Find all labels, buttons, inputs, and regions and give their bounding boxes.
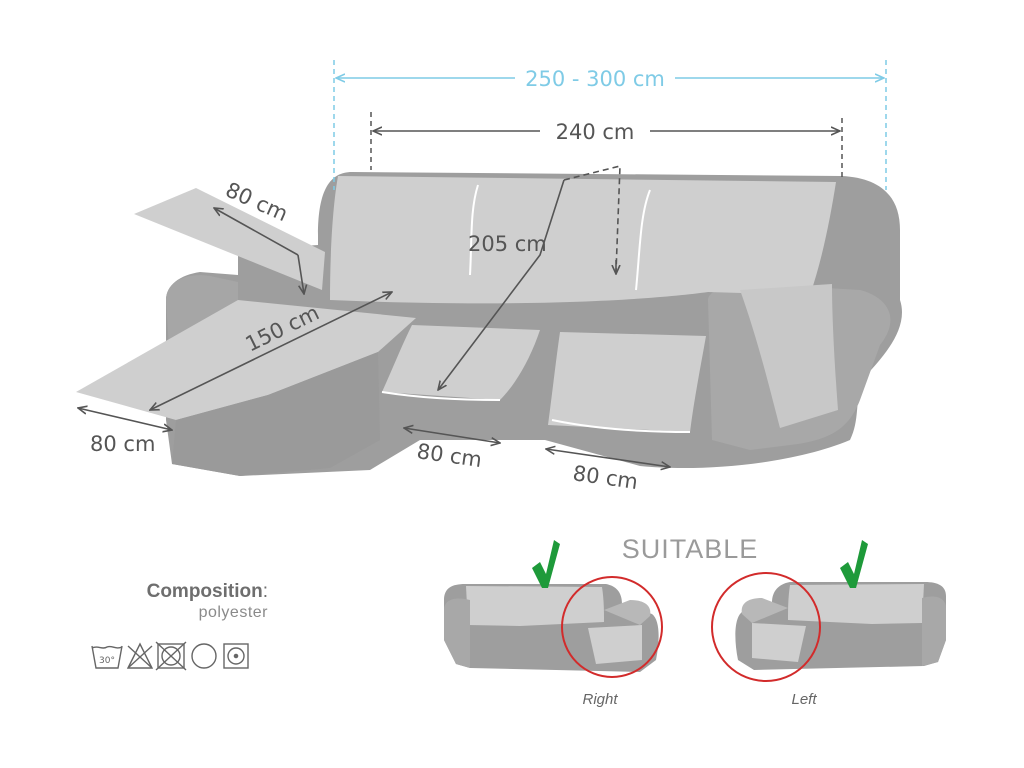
no-bleach-icon xyxy=(126,642,154,669)
no-tumble-dry-icon xyxy=(155,641,187,671)
outer-width-label: 250 - 300 cm xyxy=(525,67,665,91)
wash-30-icon: 30° xyxy=(91,645,123,669)
seat-left-label: 80 cm xyxy=(415,439,483,472)
seat-cover-1 xyxy=(382,325,540,400)
cover-width-label: 240 cm xyxy=(556,120,635,144)
seat-cover-2 xyxy=(548,332,706,432)
iron-low-icon xyxy=(223,643,249,669)
dimension-lines xyxy=(78,60,887,467)
depth-label: 205 cm xyxy=(468,232,547,256)
svg-text:30°: 30° xyxy=(99,656,115,666)
dry-flat-icon xyxy=(191,643,217,669)
composition-title: Composition: xyxy=(146,581,268,602)
back-cover xyxy=(330,176,836,304)
left-corner-option: Left xyxy=(711,540,946,708)
right-highlight-circle xyxy=(561,576,663,678)
care-instructions: 30° xyxy=(91,641,249,671)
corner-sofa-illustration xyxy=(76,172,902,476)
composition-value: polyester xyxy=(198,604,268,621)
armrest-cover xyxy=(740,284,838,428)
left-highlight-circle xyxy=(711,572,821,682)
chaise-width-label: 80 cm xyxy=(90,432,155,456)
left-armrest-flap xyxy=(134,188,325,290)
suitable-title: SUITABLE xyxy=(622,534,759,564)
right-label: Right xyxy=(582,691,618,708)
left-label: Left xyxy=(791,691,817,708)
check-icon xyxy=(532,540,560,588)
check-icon xyxy=(840,540,868,588)
right-corner-option: Right xyxy=(444,540,663,708)
seat-right-label: 80 cm xyxy=(571,461,639,494)
